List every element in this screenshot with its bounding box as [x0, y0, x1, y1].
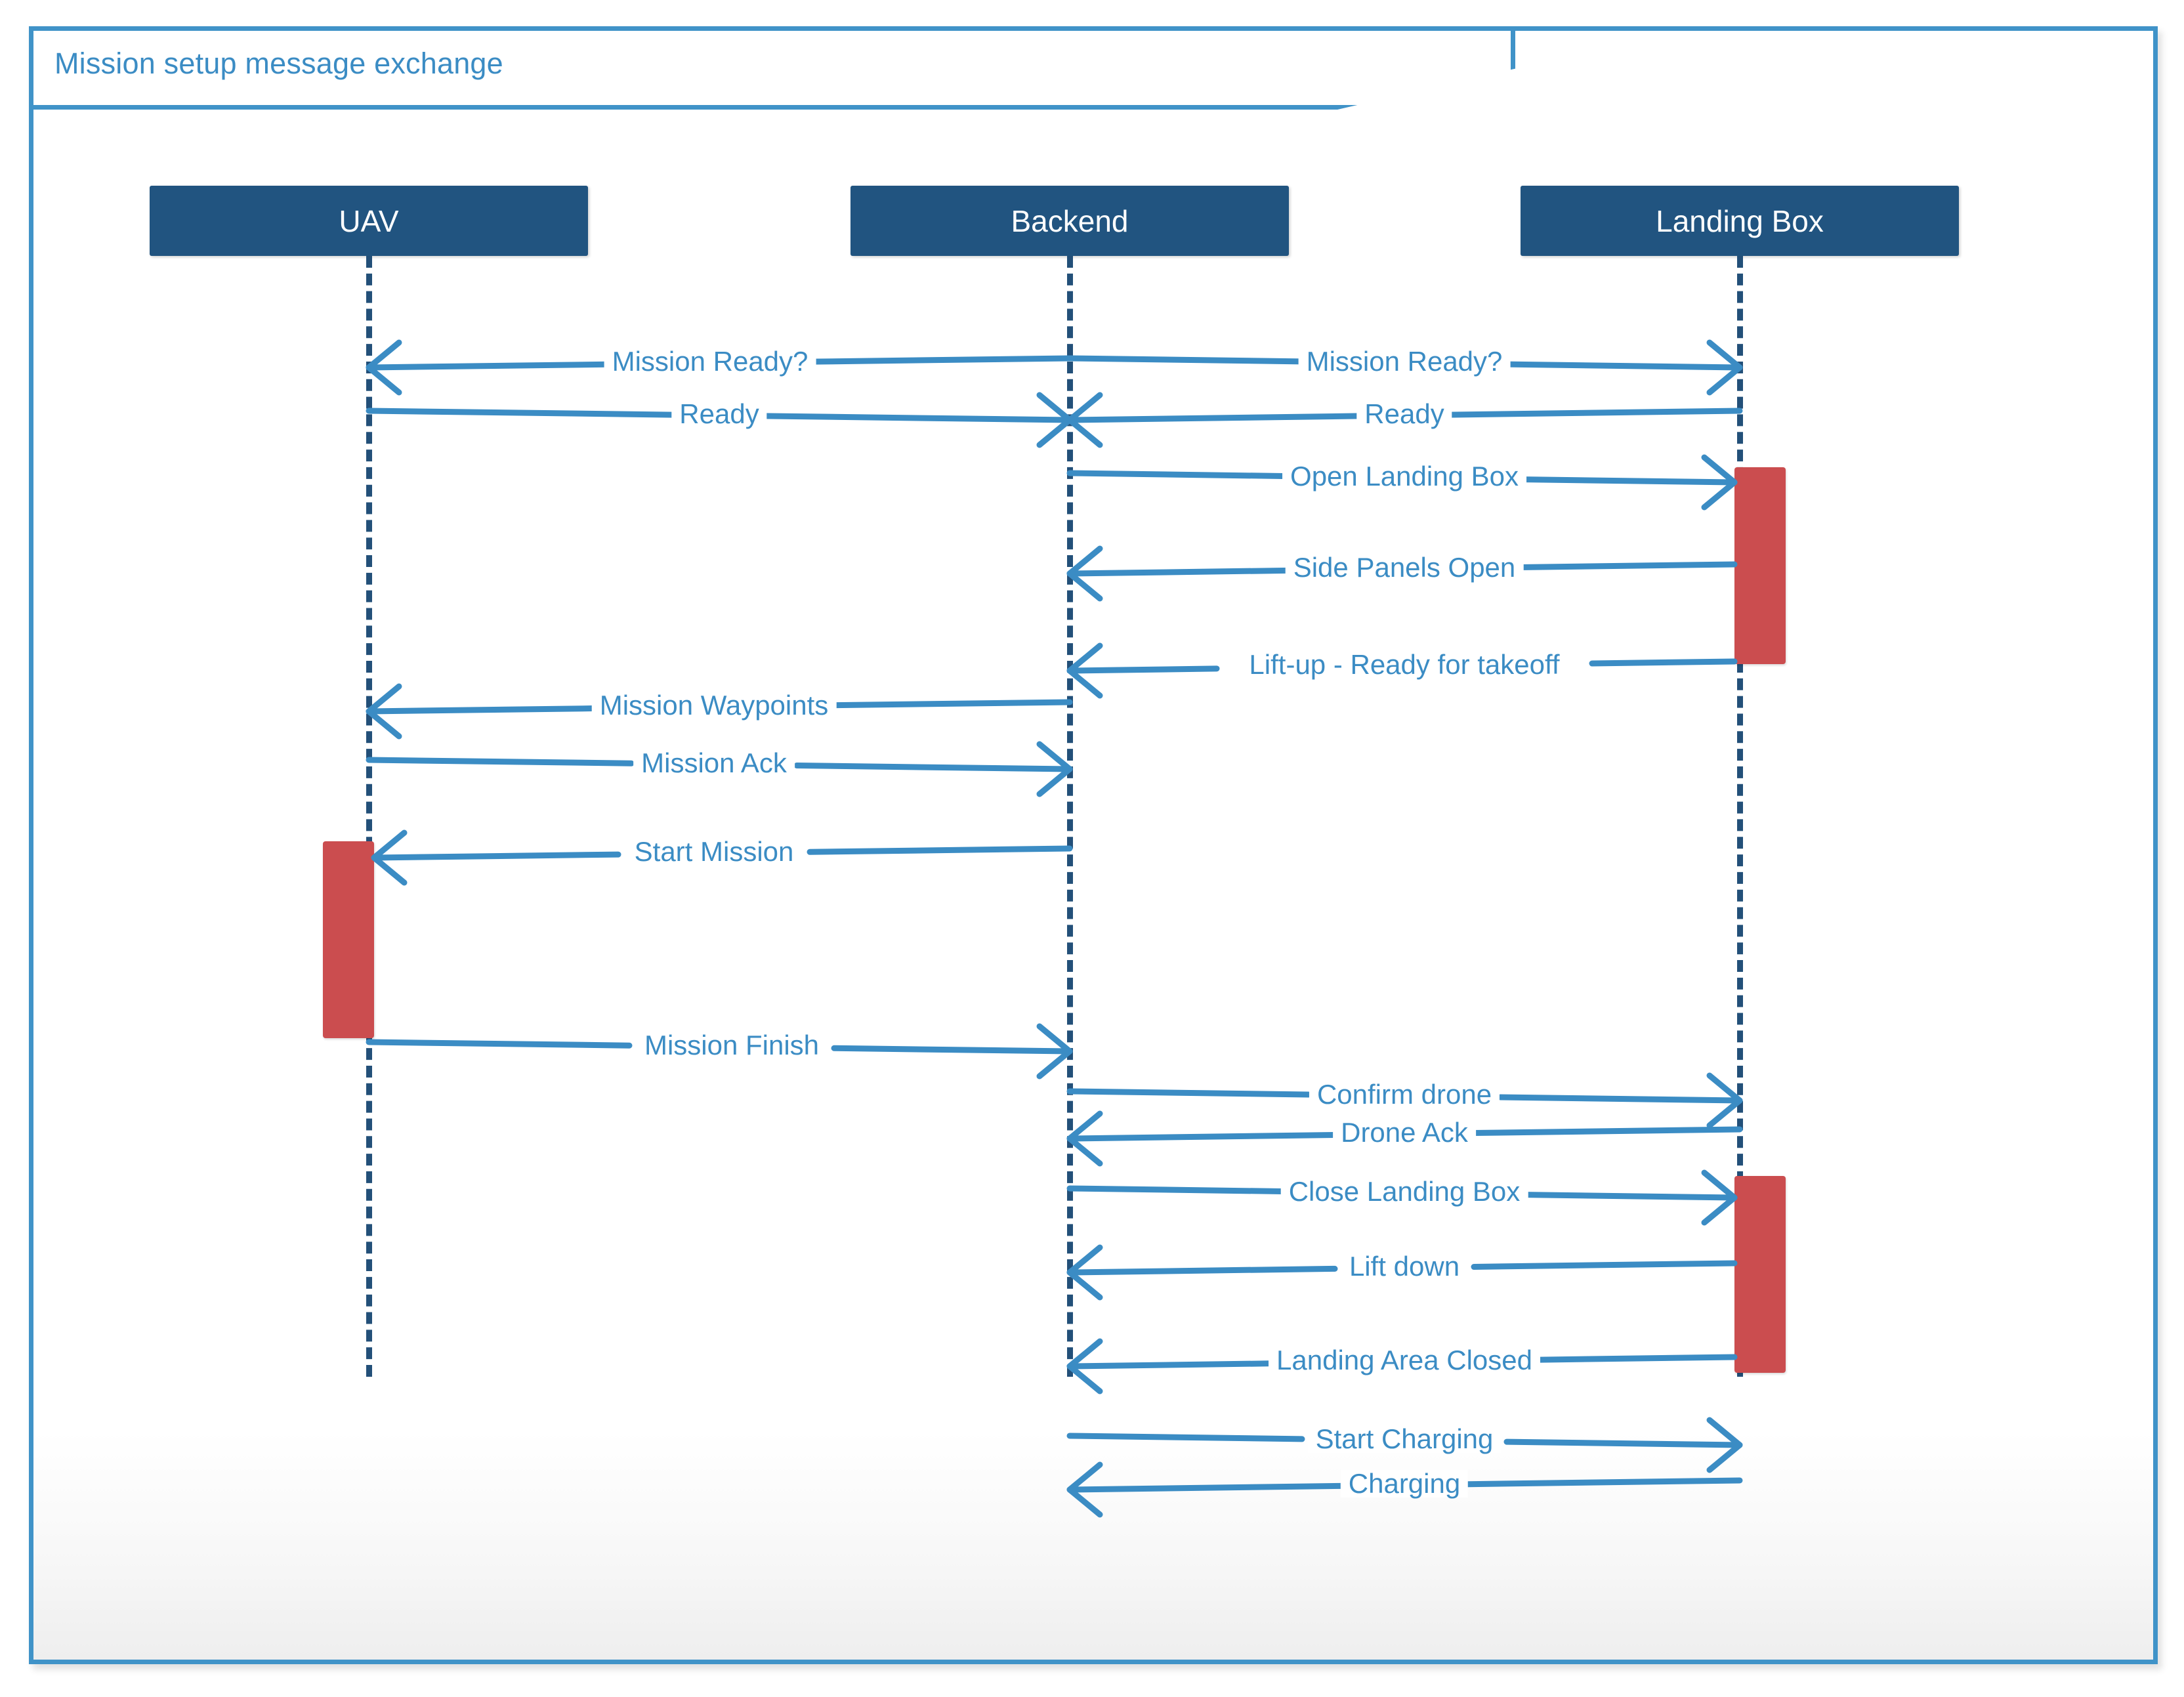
message-label: Landing Area Closed [1269, 1346, 1540, 1374]
participant-backend[interactable]: Backend [850, 186, 1289, 256]
diagram-title: Mission setup message exchange [54, 47, 503, 80]
message-label: Mission Ack [633, 749, 795, 777]
lifeline-backend [1067, 256, 1073, 1377]
message-label: Mission Finish [636, 1032, 828, 1060]
message-label: Drone Ack [1333, 1119, 1476, 1146]
message-label: Start Charging [1307, 1425, 1502, 1453]
message-label: Close Landing Box [1280, 1178, 1528, 1206]
participant-uav[interactable]: UAV [150, 186, 588, 256]
participant-uav-label: UAV [339, 203, 399, 238]
message-label: Side Panels Open [1285, 553, 1524, 581]
activation-bar-uav-mission[interactable] [323, 841, 374, 1038]
participant-backend-label: Backend [1011, 203, 1129, 238]
participant-landing-box-label: Landing Box [1656, 203, 1824, 238]
participant-landing-box[interactable]: Landing Box [1521, 186, 1959, 256]
message-label: Ready [1356, 400, 1452, 428]
message-label: Mission Ready? [1298, 347, 1511, 375]
lifeline-landing-box [1737, 256, 1743, 1377]
message-label: Lift down [1341, 1252, 1468, 1280]
lifeline-uav [366, 256, 372, 1377]
message-label: Lift-up - Ready for takeoff [1241, 650, 1568, 679]
message-label: Start Mission [626, 838, 802, 866]
activation-bar-landing-box-open[interactable] [1734, 467, 1786, 664]
message-label: Open Landing Box [1282, 463, 1526, 491]
message-label: Confirm drone [1309, 1080, 1500, 1108]
message-label: Ready [671, 400, 767, 428]
message-label: Mission Waypoints [591, 692, 837, 720]
frame-title-tab [33, 31, 1515, 110]
message-label: Charging [1340, 1470, 1469, 1498]
activation-bar-landing-box-close[interactable] [1734, 1176, 1786, 1373]
message-label: Mission Ready? [604, 348, 816, 376]
